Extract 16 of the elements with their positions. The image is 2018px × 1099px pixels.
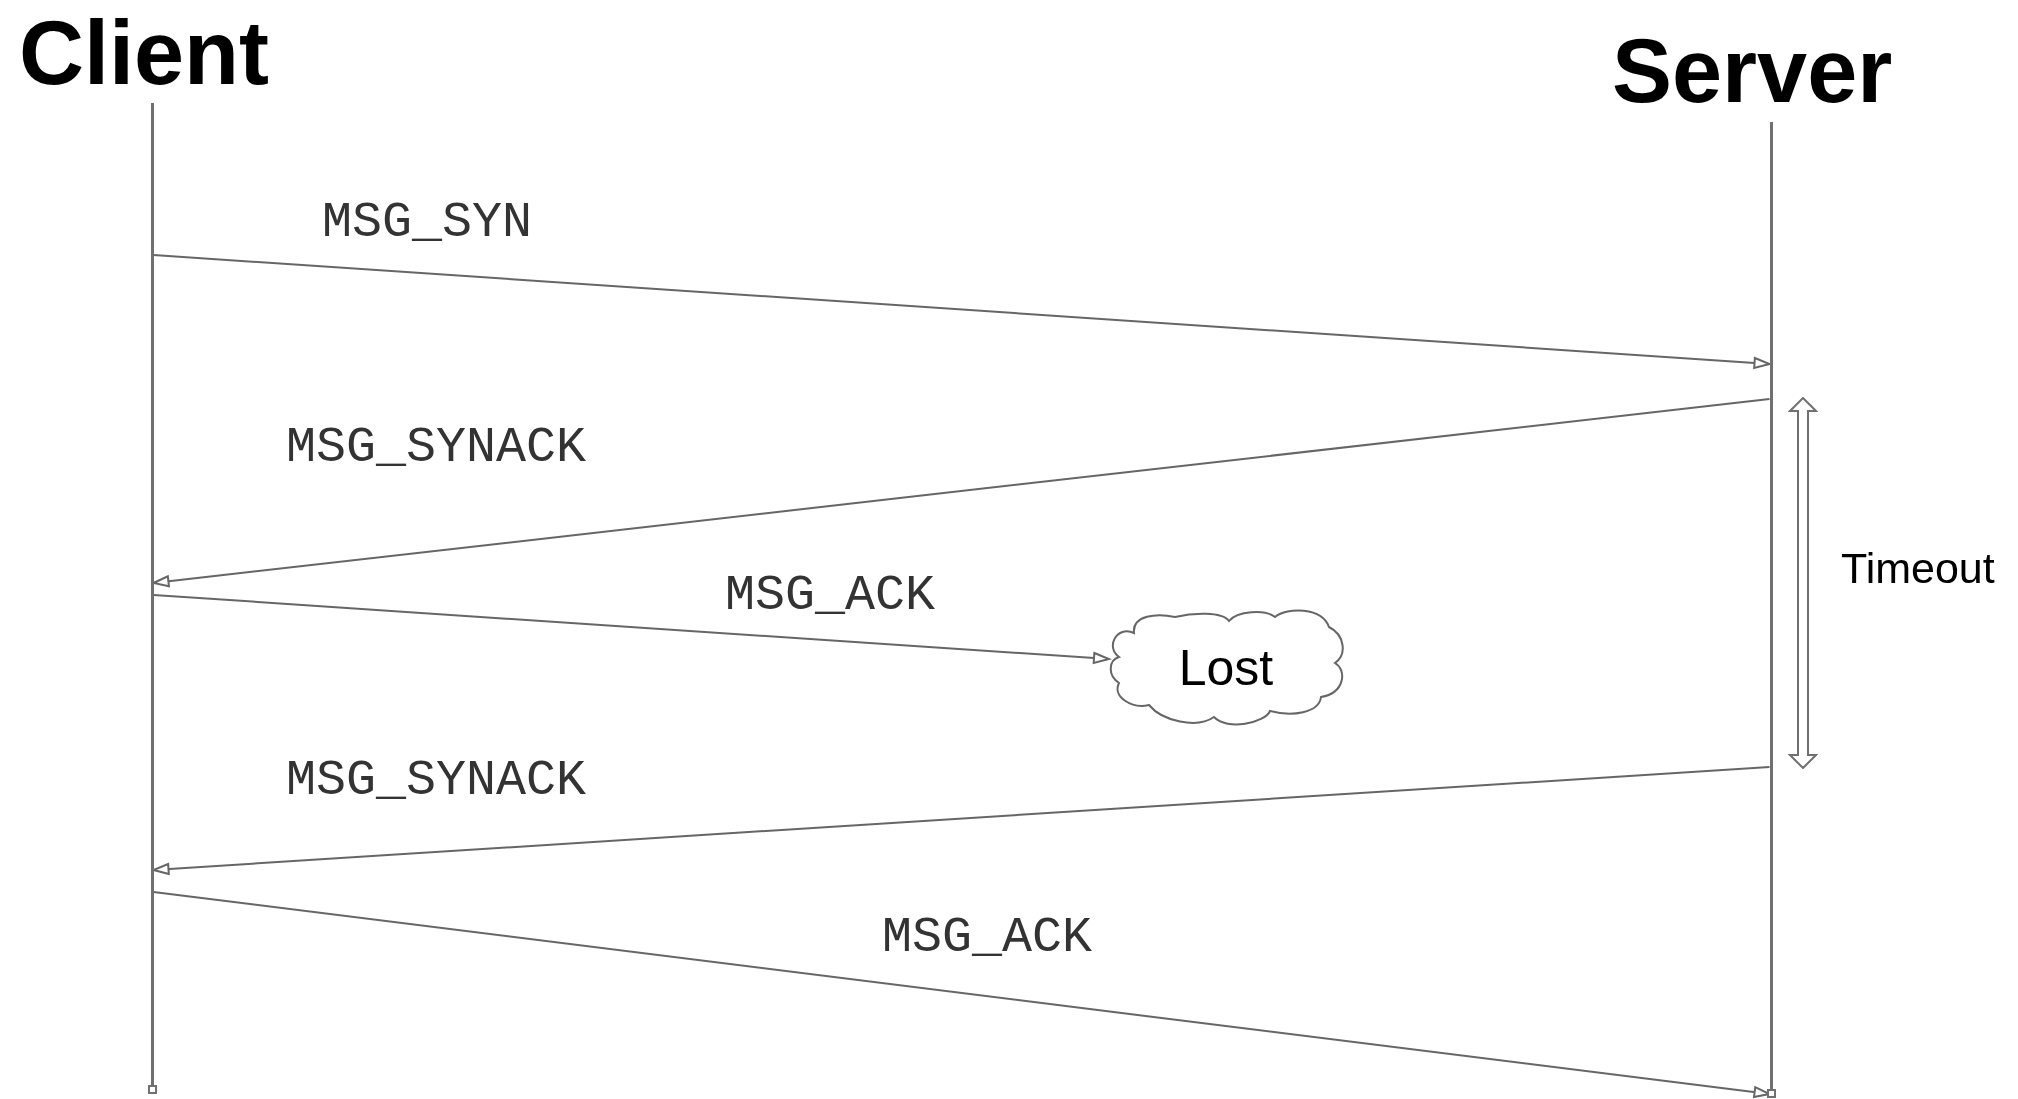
edge-label: MSG_ACK	[725, 571, 936, 621]
message-arrow	[152, 766, 1771, 876]
edge-label: MSG_ACK	[882, 913, 1093, 963]
edge-label: MSG_SYNACK	[286, 756, 587, 806]
edge-label: MSG_SYNACK	[286, 423, 587, 473]
lifeline-heading: Server	[1612, 21, 1893, 121]
dimension-line	[1788, 397, 1818, 769]
lifeline	[150, 103, 154, 1086]
message-arrow	[152, 254, 1771, 369]
lifeline	[1769, 122, 1773, 1090]
edge-label: MSG_SYN	[322, 198, 533, 248]
duration-label: Timeout	[1841, 547, 1995, 590]
message-arrow	[152, 594, 1110, 664]
cloud-label: Lost	[1178, 639, 1274, 697]
lifeline-heading: Client	[19, 3, 269, 103]
message-arrow	[152, 398, 1771, 588]
